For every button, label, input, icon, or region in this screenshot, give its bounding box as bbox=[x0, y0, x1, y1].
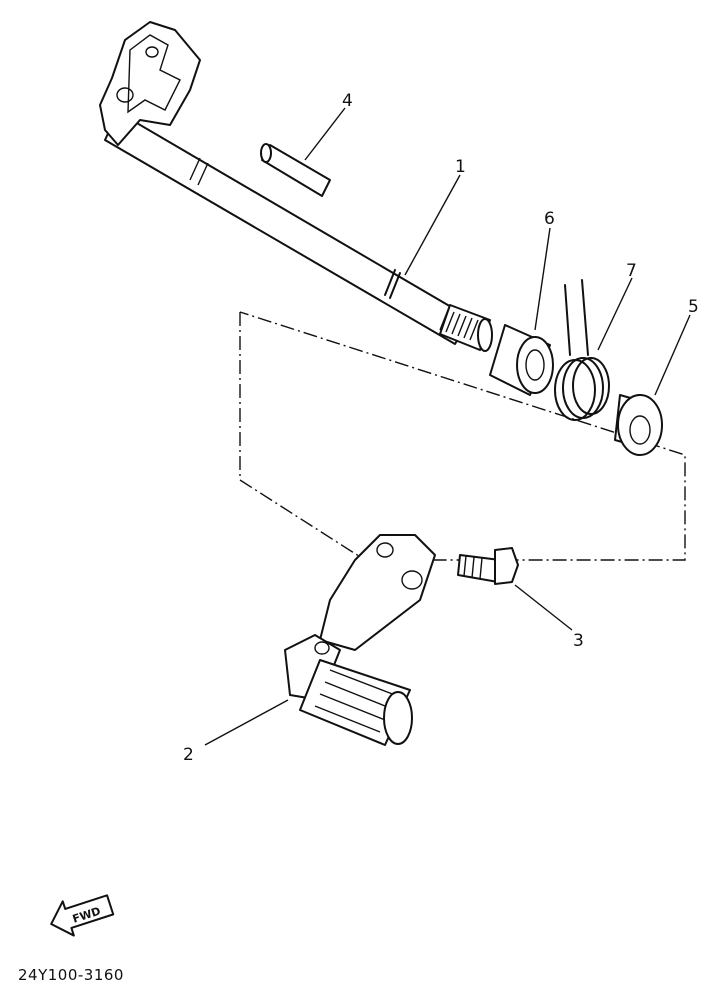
shift-pedal bbox=[284, 534, 436, 746]
callout-6: 6 bbox=[544, 209, 555, 229]
leader-lines bbox=[204, 107, 691, 746]
callout-4: 4 bbox=[342, 91, 353, 111]
return-spring bbox=[554, 279, 610, 421]
callout-2: 2 bbox=[183, 745, 194, 765]
callout-1: 1 bbox=[455, 157, 466, 177]
bolt bbox=[457, 547, 519, 585]
collar bbox=[489, 324, 554, 396]
callout-5: 5 bbox=[688, 297, 699, 317]
fwd-arrow-icon: FWD bbox=[50, 894, 115, 937]
callout-7: 7 bbox=[626, 261, 637, 281]
drawing-number: 24Y100-3160 bbox=[18, 966, 124, 984]
callout-3: 3 bbox=[573, 631, 584, 651]
reference-outline bbox=[239, 311, 686, 561]
oil-seal bbox=[614, 394, 663, 456]
shift-shaft bbox=[99, 21, 493, 352]
dowel-pin bbox=[260, 143, 331, 197]
